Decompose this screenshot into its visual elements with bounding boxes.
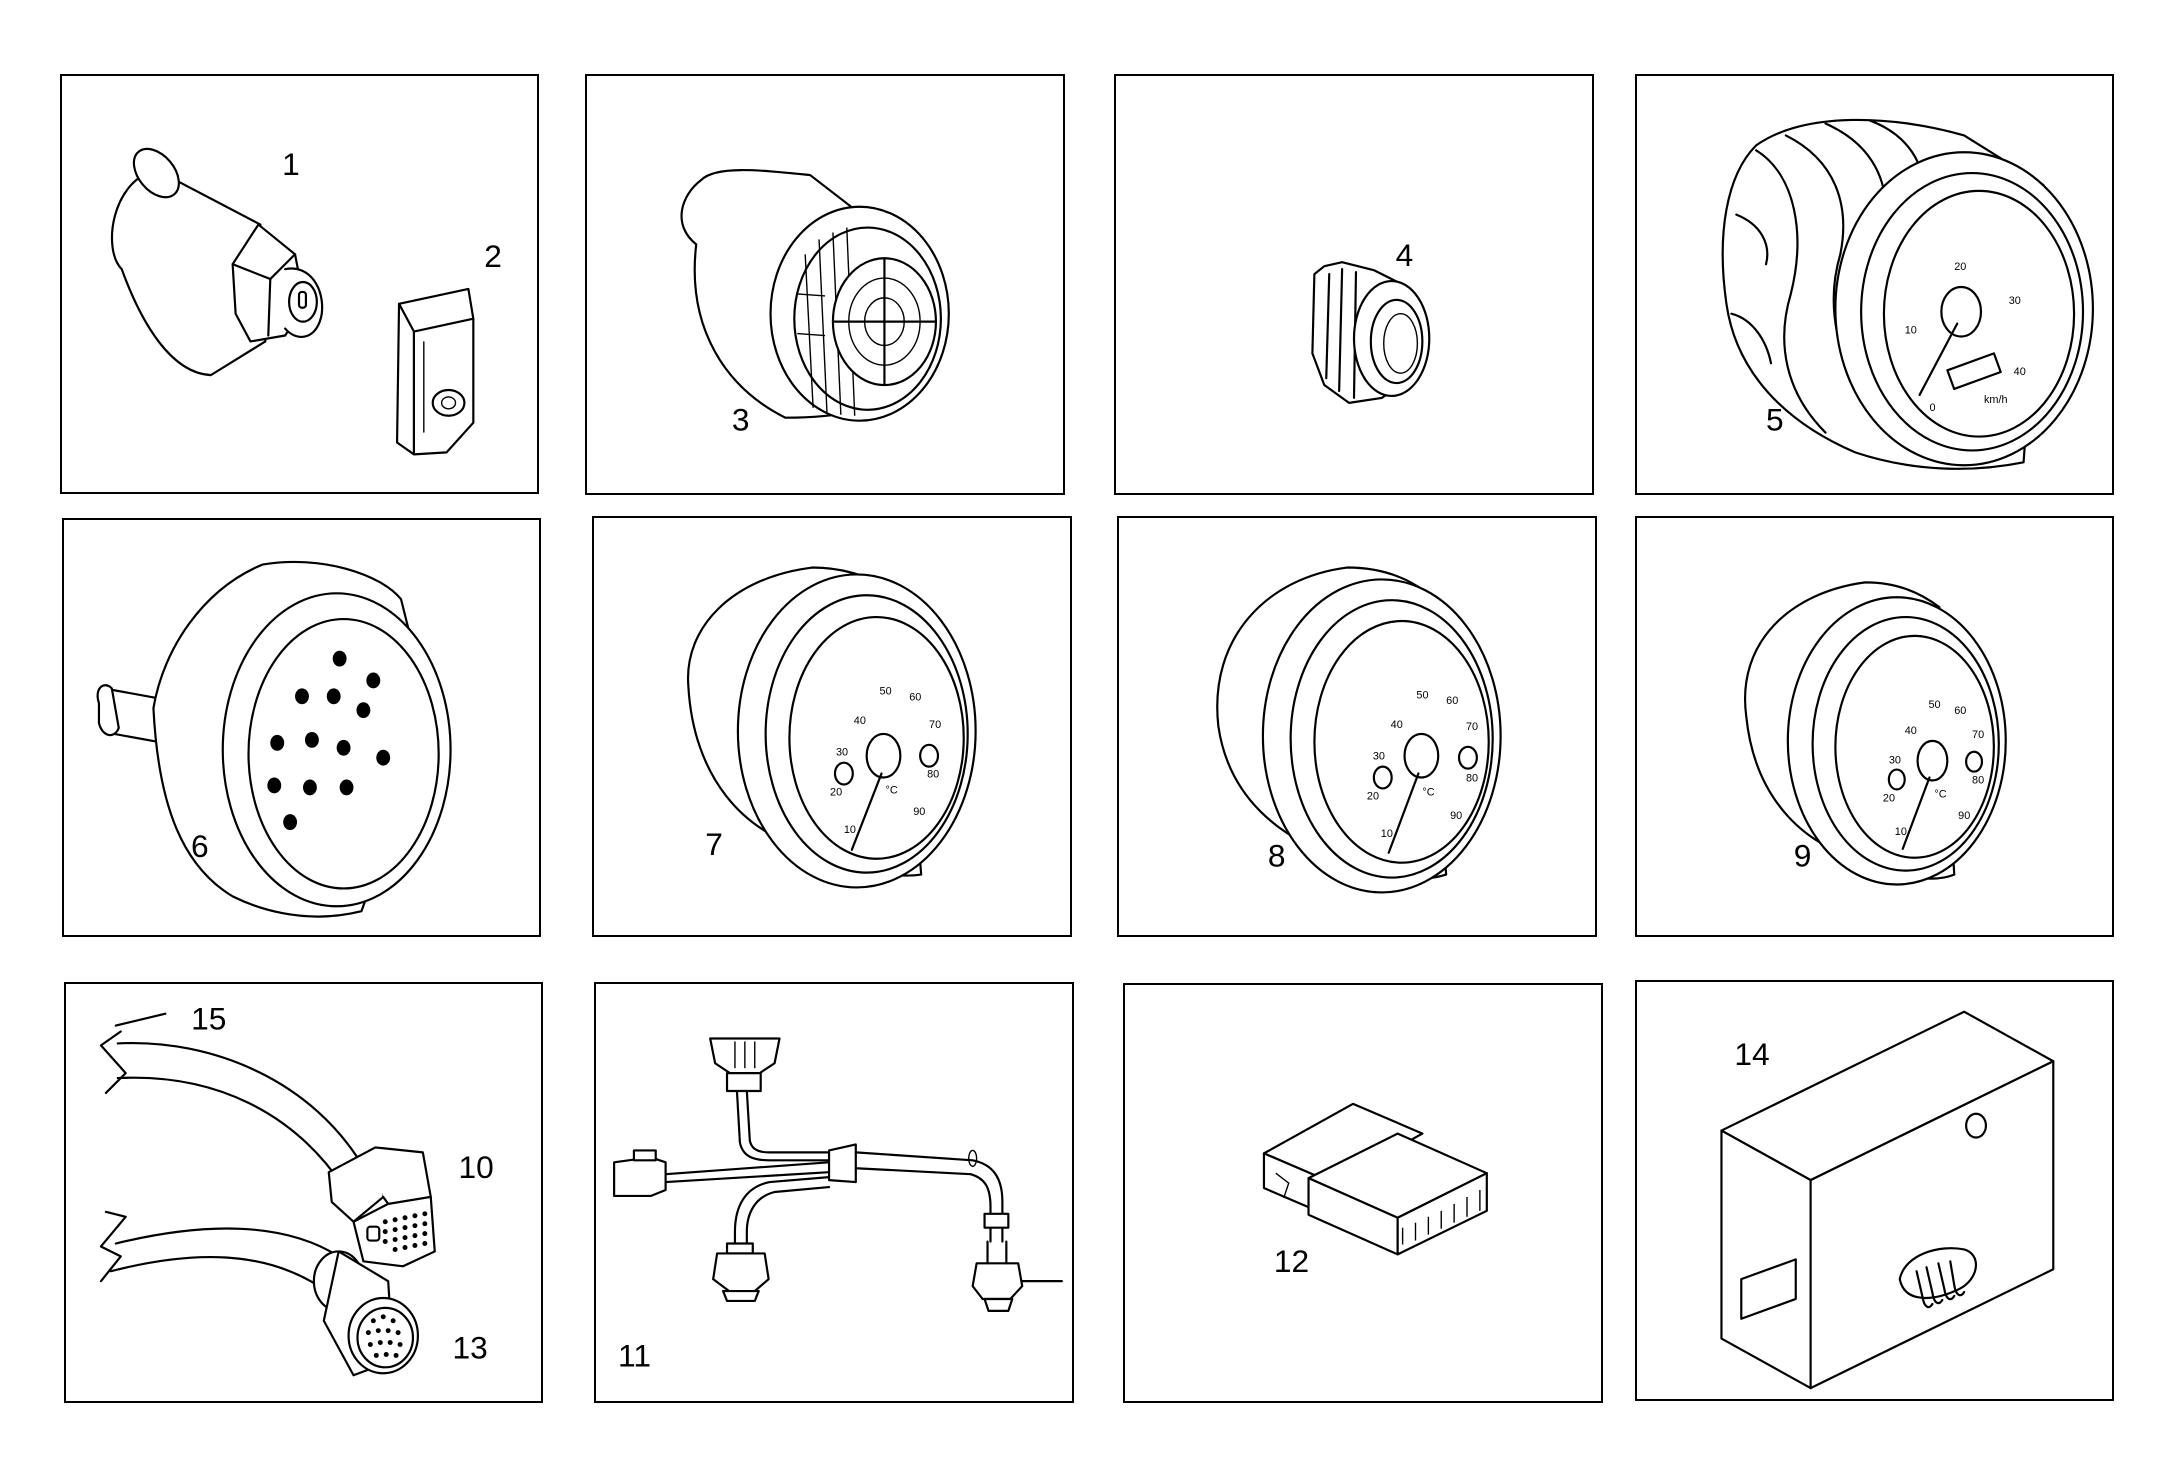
speedo-tick-40: 40	[2014, 366, 2026, 378]
part-1-sensor	[110, 147, 324, 377]
temp9-tick-40: 40	[1905, 725, 1917, 737]
gauge-back-illustration: 6	[96, 560, 452, 918]
temp9-unit: °C	[1934, 788, 1946, 800]
part-11-wiring-harness	[613, 1037, 1063, 1312]
temp8-tick-20: 20	[1367, 790, 1379, 802]
speedo-tick-30: 30	[2009, 295, 2021, 307]
panel-parts-10-13-15: 15 10 13	[64, 982, 543, 1403]
callout-12: 12	[1274, 1243, 1309, 1279]
temp7-tick-30: 30	[836, 747, 848, 759]
temperature-gauge-7-illustration: 10 20 30 40 50 60 70 80 90 °C 7	[687, 566, 977, 889]
wiring-harness-illustration: 11	[613, 1037, 1063, 1373]
part-6-gauge-back	[96, 560, 452, 918]
part-14-control-unit	[1720, 1010, 2055, 1390]
control-unit-illustration: 14	[1720, 1010, 2055, 1390]
temp7-tick-80: 80	[927, 769, 939, 781]
callout-4: 4	[1396, 237, 1414, 273]
buzzer-illustration: 3	[680, 169, 950, 438]
temp9-tick-50: 50	[1928, 699, 1940, 711]
part-13-round-connector	[312, 1250, 419, 1377]
callout-7: 7	[705, 826, 723, 862]
panel-part-5: 0 10 20 30 40 km/h 5	[1635, 74, 2114, 495]
temp9-tick-10: 10	[1895, 826, 1907, 838]
callout-5: 5	[1766, 402, 1784, 438]
panel-part-12: 12	[1123, 983, 1603, 1403]
part-12-module-connector	[1262, 1102, 1488, 1256]
speedometer-illustration: 0 10 20 30 40 km/h 5	[1721, 118, 2094, 470]
callout-11: 11	[618, 1337, 651, 1373]
temp7-tick-60: 60	[909, 691, 921, 703]
part-7-temperature-gauge: 10 20 30 40 50 60 70 80 90 °C	[687, 566, 977, 889]
temp9-tick-80: 80	[1972, 774, 1984, 786]
temp-dial-7-labels: 10 20 30 40 50 60 70 80 90 °C	[830, 685, 941, 836]
temp9-tick-30: 30	[1889, 755, 1901, 767]
temp8-tick-80: 80	[1466, 772, 1478, 784]
speedo-tick-0: 0	[1929, 402, 1935, 414]
temp9-tick-70: 70	[1972, 729, 1984, 741]
temperature-gauge-8-illustration: 10 20 30 40 50 60 70 80 90 °C 8	[1216, 566, 1502, 894]
temp8-tick-60: 60	[1446, 695, 1458, 707]
panel-part-14: 14	[1635, 980, 2114, 1401]
temp8-tick-90: 90	[1450, 810, 1462, 822]
cable-connectors-illustration: 15 10 13	[99, 1001, 494, 1377]
temp-dial-8-labels: 10 20 30 40 50 60 70 80 90 °C	[1367, 689, 1478, 840]
panel-part-6: 6	[62, 518, 541, 937]
temp9-tick-60: 60	[1954, 705, 1966, 717]
temp8-tick-30: 30	[1373, 751, 1385, 763]
part-15-cable	[99, 1012, 365, 1189]
speedo-tick-20: 20	[1954, 261, 1966, 273]
temp7-tick-20: 20	[830, 786, 842, 798]
temp7-tick-40: 40	[854, 715, 866, 727]
callout-3: 3	[732, 402, 750, 438]
panel-part-9: 10 20 30 40 50 60 70 80 90 °C 9	[1635, 516, 2114, 937]
part-13-cable	[99, 1210, 340, 1288]
panel-part-11: 11	[594, 982, 1074, 1403]
panel-part-4: 4	[1114, 74, 1594, 495]
callout-9: 9	[1794, 838, 1812, 874]
callout-15: 15	[191, 1001, 226, 1037]
temp9-tick-20: 20	[1883, 792, 1895, 804]
panel-part-7: 10 20 30 40 50 60 70 80 90 °C 7	[592, 516, 1072, 937]
relay-connector-illustration: 12	[1262, 1102, 1488, 1279]
temp9-tick-90: 90	[1958, 810, 1970, 822]
plug-illustration: 4	[1311, 237, 1431, 404]
part-4-plug	[1311, 261, 1431, 404]
speedo-tick-10: 10	[1905, 325, 1917, 337]
temperature-gauge-9-illustration: 10 20 30 40 50 60 70 80 90 °C 9	[1744, 581, 2007, 886]
panel-part-3: 3	[585, 74, 1065, 495]
callout-10: 10	[459, 1149, 494, 1185]
temp8-tick-50: 50	[1416, 689, 1428, 701]
temp8-tick-40: 40	[1391, 719, 1403, 731]
temp7-tick-70: 70	[929, 719, 941, 731]
temp-dial-9-labels: 10 20 30 40 50 60 70 80 90 °C	[1883, 699, 1984, 838]
part-3-buzzer	[680, 169, 950, 422]
temp7-tick-90: 90	[913, 806, 925, 818]
panel-parts-1-2: 1 2	[60, 74, 539, 494]
callout-8: 8	[1268, 838, 1286, 874]
part-10-connector	[327, 1146, 436, 1268]
part-2-connector	[395, 287, 475, 456]
part-9-temperature-gauge: 10 20 30 40 50 60 70 80 90 °C	[1744, 581, 2007, 886]
temp7-tick-50: 50	[880, 685, 892, 697]
part-5-speedometer: 0 10 20 30 40 km/h	[1721, 118, 2094, 470]
temp7-tick-10: 10	[844, 824, 856, 836]
part-8-temperature-gauge: 10 20 30 40 50 60 70 80 90 °C	[1216, 566, 1502, 894]
speedo-unit: km/h	[1984, 394, 2008, 406]
temp8-unit: °C	[1422, 786, 1434, 798]
temp8-tick-10: 10	[1381, 828, 1393, 840]
callout-2: 2	[484, 238, 502, 274]
callout-6: 6	[191, 828, 209, 864]
callout-13: 13	[453, 1329, 488, 1365]
sensor-and-connector-illustration: 1 2	[110, 146, 502, 456]
callout-14: 14	[1734, 1036, 1769, 1072]
temp7-unit: °C	[885, 784, 897, 796]
callout-1: 1	[282, 146, 300, 182]
panel-part-8: 10 20 30 40 50 60 70 80 90 °C 8	[1117, 516, 1597, 937]
temp8-tick-70: 70	[1466, 721, 1478, 733]
